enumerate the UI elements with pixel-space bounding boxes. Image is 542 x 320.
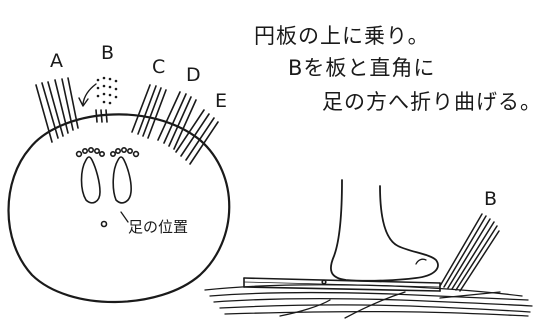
side-view-straw	[204, 284, 533, 319]
center-point	[100, 220, 108, 228]
bundle-label-d: D	[186, 64, 201, 86]
instruction-line-2: Bを板と直角に	[288, 56, 436, 80]
bundle-a	[35, 77, 79, 143]
bundle-c	[131, 84, 167, 139]
instruction-line-1: 円板の上に乗り。	[254, 24, 430, 48]
bundle-label-e: E	[215, 90, 228, 112]
folded-bundle-b	[439, 213, 500, 292]
bundle-b-dotted	[96, 76, 118, 105]
bundle-b-stubs	[95, 109, 108, 123]
foot-position-leader	[120, 211, 129, 223]
foot-position-label: 足の位置	[128, 218, 189, 236]
instruction-line-3: 足の方へ折り曲げる。	[322, 90, 542, 114]
bundle-label-c: C	[152, 56, 166, 78]
fold-arrow-icon	[78, 83, 97, 107]
bundle-d	[157, 91, 197, 150]
side-view-board	[243, 277, 441, 292]
foot-side-icon	[330, 179, 439, 282]
bundle-e	[175, 109, 219, 165]
disc-outline	[7, 113, 231, 304]
side-view-label-b: B	[484, 188, 498, 210]
footprints-icon	[75, 147, 140, 204]
bundle-label-b: B	[101, 42, 115, 64]
bundle-label-a: A	[50, 50, 63, 72]
